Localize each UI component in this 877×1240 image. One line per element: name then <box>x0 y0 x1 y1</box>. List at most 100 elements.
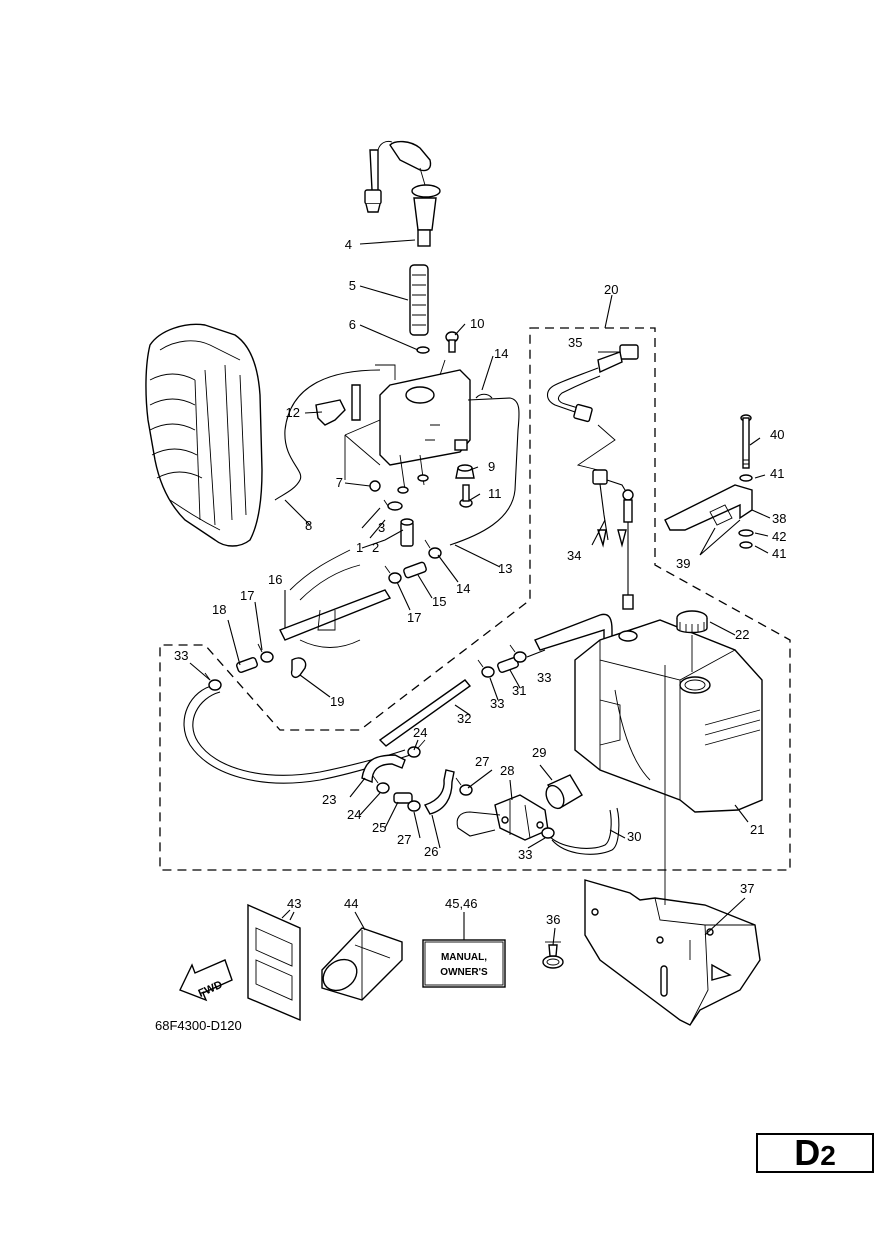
callout-44: 44 <box>344 896 358 911</box>
callout-15: 15 <box>432 594 446 609</box>
callout-16: 16 <box>268 572 282 587</box>
hose-30 <box>547 809 612 849</box>
callout-21: 21 <box>750 822 764 837</box>
connector-35 <box>546 344 639 423</box>
callout-19: 19 <box>330 694 344 709</box>
hose-8 <box>274 369 381 501</box>
callout-8: 8 <box>305 518 312 533</box>
tank-cap-22 <box>676 610 708 634</box>
callout-39: 39 <box>676 556 690 571</box>
callout-33b: 33 <box>490 696 504 711</box>
callout-24b: 24 <box>347 807 361 822</box>
washer-41b <box>739 541 753 549</box>
clip-19 <box>290 657 307 678</box>
fuel-strainer <box>409 264 429 336</box>
callout-31: 31 <box>512 683 526 698</box>
callout-4: 4 <box>345 237 352 252</box>
hose-13 <box>449 397 520 546</box>
tie-36 <box>542 941 564 969</box>
callout-17b: 17 <box>240 588 254 603</box>
callout-14a: 14 <box>494 346 508 361</box>
primer-knob-29 <box>545 774 583 810</box>
clamp-33c <box>509 644 527 663</box>
clamp-3 <box>383 499 403 511</box>
fuel-cap-gauge <box>364 140 441 247</box>
clip-12 <box>315 399 346 426</box>
clamp-17a <box>384 565 402 584</box>
washer-41a <box>739 474 753 482</box>
callout-38: 38 <box>772 511 786 526</box>
fuel-filter-body <box>375 359 471 466</box>
mount-bracket-37 <box>584 879 761 1026</box>
callout-28: 28 <box>500 763 514 778</box>
callout-10: 10 <box>470 316 484 331</box>
callout-25: 25 <box>372 820 386 835</box>
callout-30: 30 <box>627 829 641 844</box>
clamp-27a <box>407 800 421 812</box>
joint-2 <box>400 518 414 547</box>
callouts: 4 5 6 10 14 12 7 9 11 8 3 1 2 13 14 15 1… <box>174 237 786 927</box>
callout-6: 6 <box>349 317 356 332</box>
washer-6 <box>416 346 430 354</box>
callout-35: 35 <box>568 335 582 350</box>
group-outline-upper <box>159 327 791 871</box>
bag-44 <box>321 927 403 1001</box>
leader-lines <box>189 239 771 946</box>
clamp-24b <box>372 775 390 794</box>
page-ref-number: 2 <box>820 1140 836 1171</box>
callout-43: 43 <box>287 896 301 911</box>
fuel-tank-21 <box>574 619 763 813</box>
joint-15 <box>403 561 427 579</box>
callout-2: 2 <box>372 540 379 555</box>
page-reference-box: D 2 <box>756 1133 874 1173</box>
washer-42 <box>738 529 754 537</box>
callout-29: 29 <box>532 745 546 760</box>
callout-26: 26 <box>424 844 438 859</box>
gauge-sender-34 <box>592 469 638 642</box>
hose-26 <box>423 769 455 815</box>
callout-27b: 27 <box>397 832 411 847</box>
callout-24a: 24 <box>413 725 427 740</box>
bracket-38 <box>664 484 753 531</box>
callout-18: 18 <box>212 602 226 617</box>
bolt-10 <box>445 331 459 353</box>
callout-14b: 14 <box>456 581 470 596</box>
clamp-33d <box>541 827 555 839</box>
clamp-24a <box>407 739 426 758</box>
manual-label-line1: MANUAL, <box>441 952 487 963</box>
callout-3: 3 <box>378 520 385 535</box>
callout-11: 11 <box>488 486 502 501</box>
page-ref-letter: D <box>794 1132 821 1173</box>
callout-23: 23 <box>322 792 336 807</box>
joint-25 <box>393 792 413 804</box>
callout-37: 37 <box>740 881 754 896</box>
callout-17a: 17 <box>407 610 421 625</box>
callout-41b: 41 <box>772 546 786 561</box>
screw-11 <box>459 484 473 508</box>
callout-36: 36 <box>546 912 560 927</box>
clamp-17b <box>257 643 274 663</box>
callout-5: 5 <box>349 278 356 293</box>
callout-32: 32 <box>457 711 471 726</box>
hose-23 <box>361 754 406 784</box>
callout-34: 34 <box>567 548 581 563</box>
callout-40: 40 <box>770 427 784 442</box>
callout-42: 42 <box>772 529 786 544</box>
label-43 <box>247 903 301 1022</box>
callout-7: 7 <box>336 475 343 490</box>
fwd-arrow: FWD <box>179 959 233 1002</box>
engine-block <box>145 323 263 547</box>
bolt-40 <box>740 414 752 469</box>
callout-22: 22 <box>735 627 749 642</box>
callout-20: 20 <box>604 282 618 297</box>
callout-41a: 41 <box>770 466 784 481</box>
callout-33d: 33 <box>518 847 532 862</box>
clamp-33b <box>477 659 495 678</box>
callout-1: 1 <box>356 540 363 555</box>
callout-12: 12 <box>286 405 300 420</box>
manual-owners-45-46: MANUAL, OWNER'S <box>422 939 506 988</box>
fuel-pump-28 <box>456 794 549 841</box>
diagram-code: 68F4300-D120 <box>155 1018 242 1033</box>
callout-13: 13 <box>498 561 512 576</box>
